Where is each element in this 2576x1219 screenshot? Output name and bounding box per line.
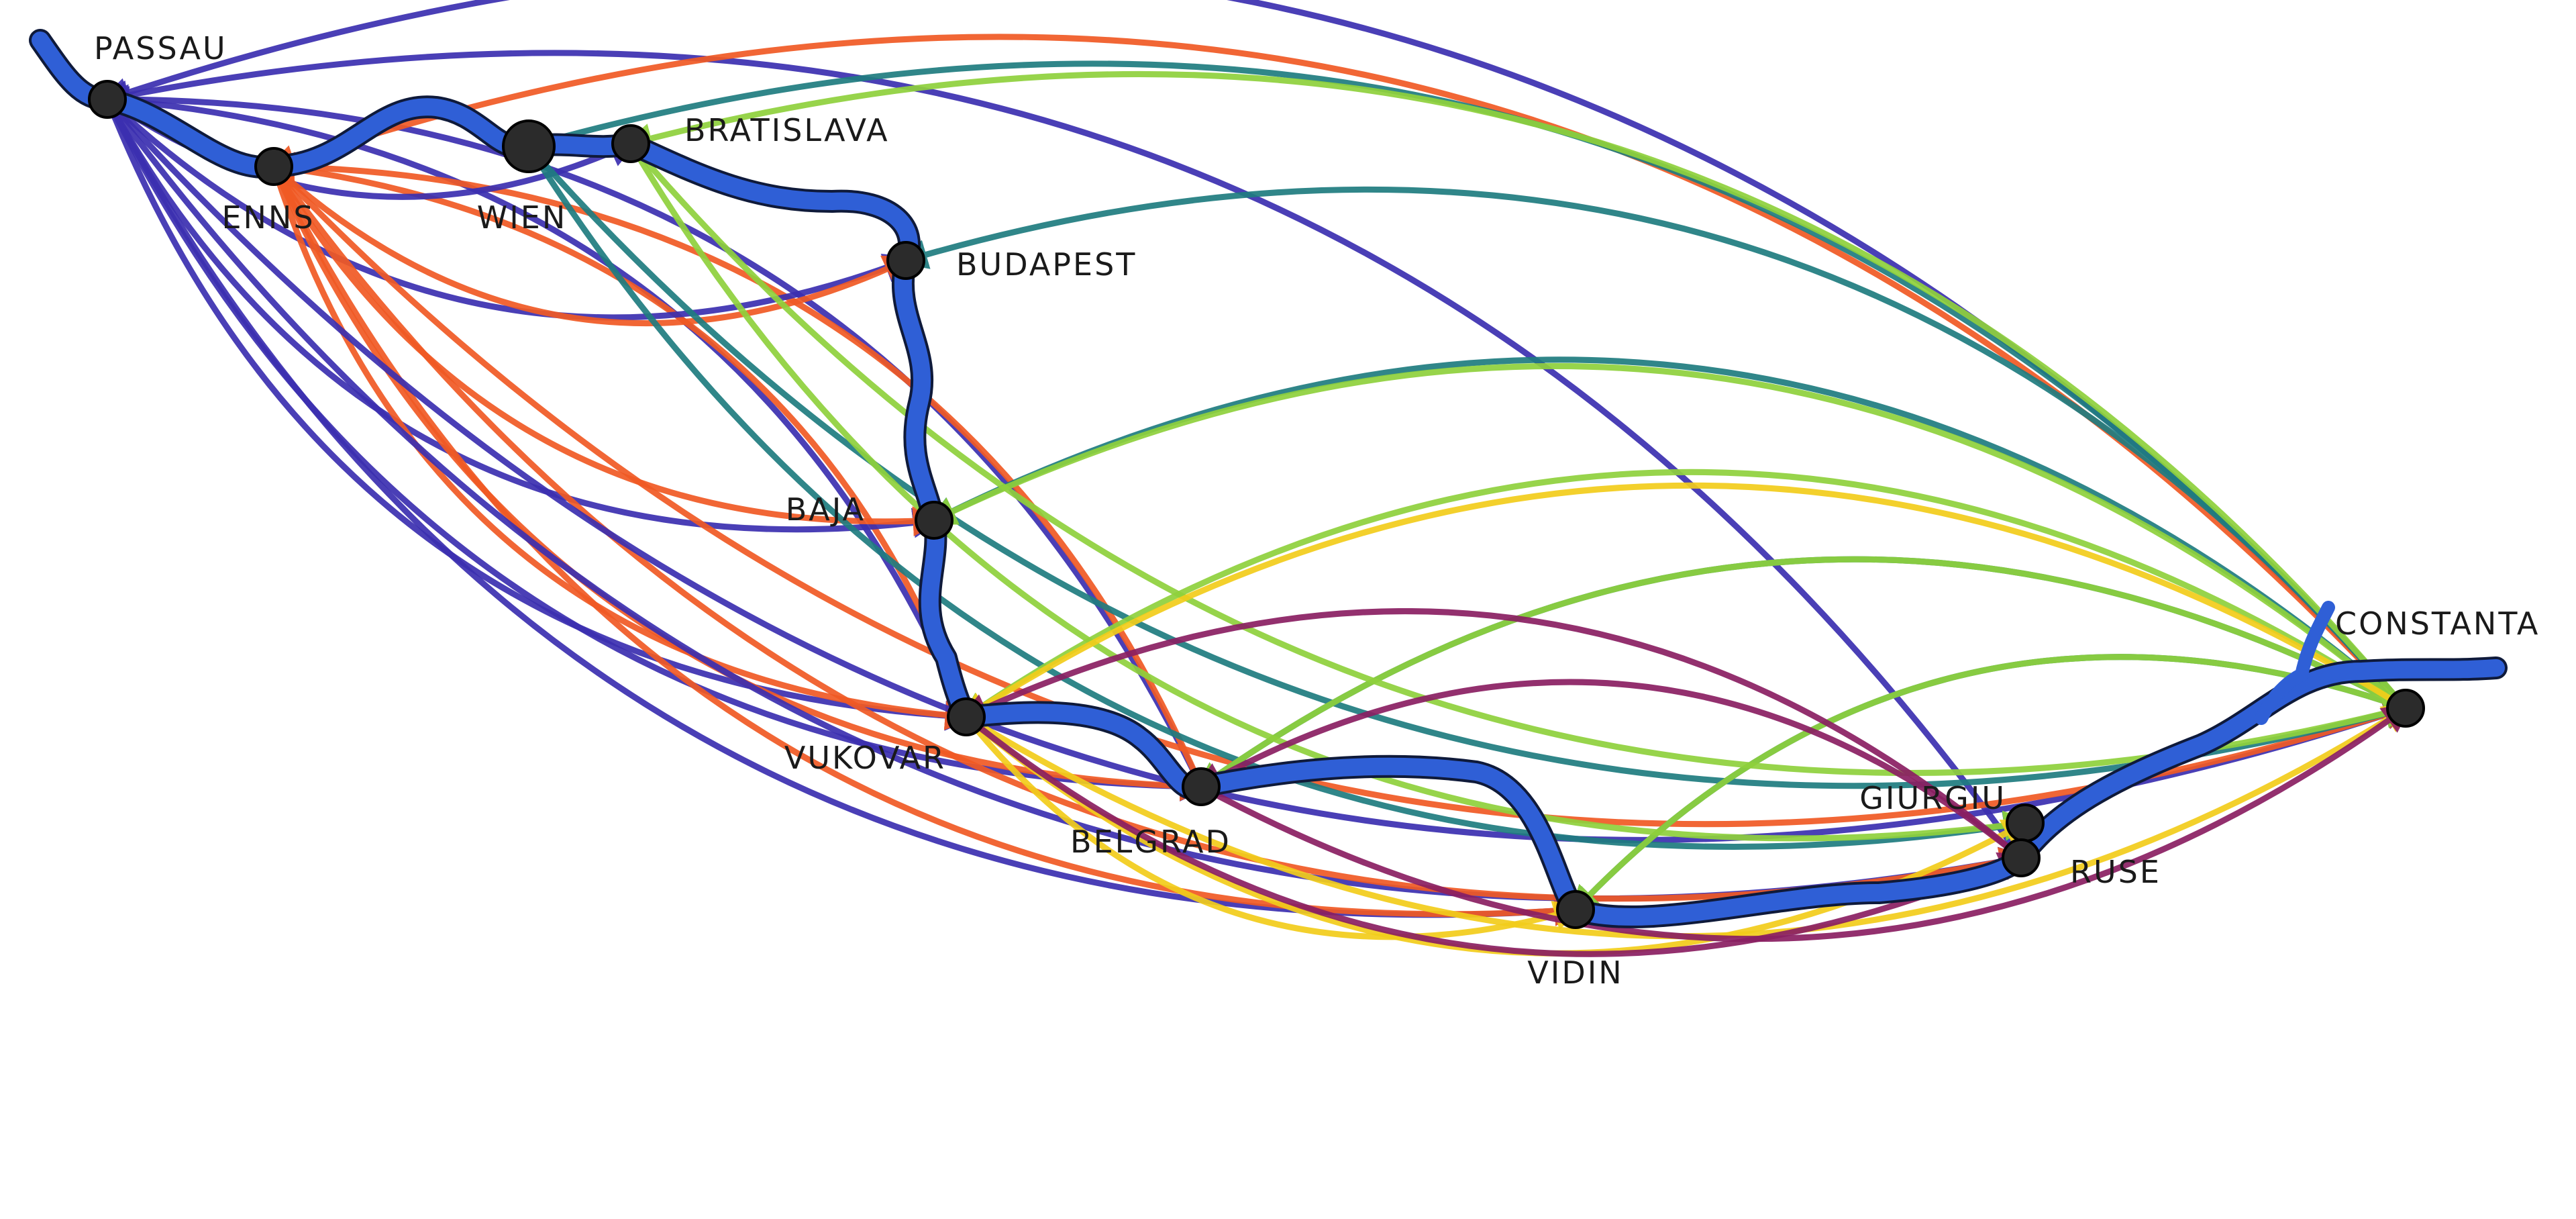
flow-arrow-enns-to-vukovar [270,163,976,730]
port-marker-belgrad[interactable] [1182,767,1221,806]
flow-arrow-constanta-to-vidin [1569,654,2409,916]
flows-layer [98,0,2415,957]
flow-arrow-constanta-to-vukovar [958,469,2409,722]
flow-arrow-ruse-to-belgrad [1193,679,2024,861]
flow-arrow-constanta-to-vukovar [958,482,2409,722]
river-delta [2255,601,2335,725]
port-label-vukovar: VUKOVAR [784,740,946,776]
flow-arrow-constanta-to-baja [925,356,2409,712]
port-marker-passau[interactable] [88,80,127,119]
port-marker-vukovar[interactable] [947,697,986,736]
flow-arrow-belgrad-to-enns [264,152,1204,790]
flow-arrow-belgrad-to-passau [98,84,1204,790]
port-label-baja: BAJA [786,491,866,528]
flow-arrow-vukovar-to-vidin [963,714,1584,940]
flow-arrow-constanta-to-belgrad [1193,556,2409,792]
port-marker-enns[interactable] [254,147,293,186]
flow-arrow-passau-to-vidin [104,96,1585,926]
port-marker-wien[interactable] [502,119,556,173]
port-marker-bratislava[interactable] [611,124,650,163]
port-label-enns: ENNS [221,199,315,236]
port-marker-budapest[interactable] [886,241,925,280]
flow-arrow-wien-to-constanta [525,143,2415,789]
flow-arrow-constanta-to-budapest [897,186,2409,712]
port-label-vidin: VIDIN [1527,955,1623,991]
flow-arrow-vukovar-to-ruse [963,714,2030,957]
port-label-ruse: RUSE [2070,854,2161,890]
flow-arrow-wien-to-giurgiu [525,143,2034,850]
ports-layer [88,80,2425,929]
danube-river [29,29,2508,928]
port-marker-ruse[interactable] [2002,838,2041,877]
port-marker-vidin[interactable] [1556,890,1595,929]
flow-arrow-enns-to-budapest [270,163,915,327]
flow-arrow-vukovar-to-enns [264,154,970,720]
flow-arrow-constanta-to-baja [925,362,2409,712]
flow-arrow-ruse-to-vukovar [958,608,2024,861]
flow-arrow-enns-to-baja [270,163,943,537]
flow-arrow-bratislava-to-giurgiu [627,140,2034,842]
port-label-constanta: CONSTANTA [2335,605,2540,642]
flow-arrow-enns-to-ruse [270,163,2030,902]
flow-arrow-constanta-to-bratislava [621,70,2409,712]
flow-arrow-belgrad-to-constanta [1198,703,2413,942]
port-label-wien: WIEN [477,199,568,236]
port-label-bratislava: BRATISLAVA [684,112,890,148]
port-label-passau: PASSAU [94,30,227,66]
port-label-giurgiu: GIURGIU [1859,780,2006,816]
port-marker-constanta[interactable] [2386,689,2425,728]
flow-arrow-ruse-to-passau [98,50,2024,861]
port-label-budapest: BUDAPEST [956,246,1137,283]
flow-arrow-passau-to-constanta [104,96,2414,843]
port-marker-giurgiu[interactable] [2006,803,2045,842]
labels-layer: PASSAU ENNS WIEN BRATISLAVA BUDAPEST BAJA VUKO… [94,30,2540,991]
port-marker-baja[interactable] [915,501,954,540]
port-label-belgrad: BELGRAD [1070,824,1231,860]
